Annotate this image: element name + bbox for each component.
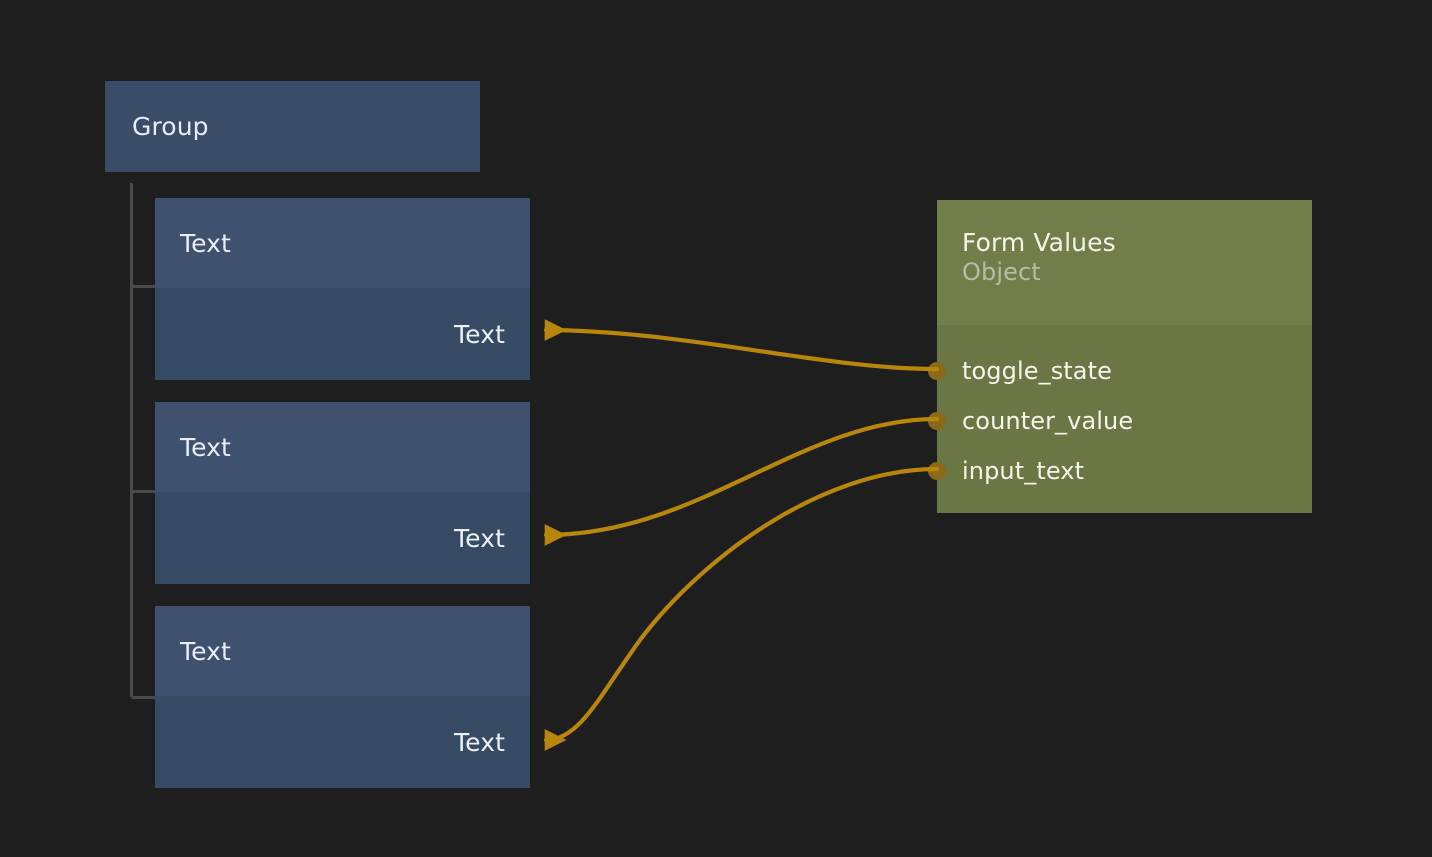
text-node-2-body[interactable]: Text: [155, 696, 530, 788]
text-node-0-header[interactable]: Text: [155, 198, 530, 288]
text-node-2-input-label: Text: [454, 727, 505, 757]
text-node-2-title: Text: [180, 636, 231, 666]
form-values-title: Form Values: [962, 228, 1116, 257]
edge-toggle-state-to-node-0: [543, 319, 940, 372]
text-node-0-body[interactable]: Text: [155, 288, 530, 380]
text-node-1-input-label: Text: [454, 523, 505, 553]
text-node-2-header[interactable]: Text: [155, 606, 530, 696]
property-row-input-text[interactable]: input_text: [928, 446, 1312, 496]
text-node-1-header[interactable]: Text: [155, 402, 530, 492]
property-label-counter-value: counter_value: [962, 407, 1134, 435]
group-title: Group: [132, 112, 209, 141]
text-node-1-title: Text: [180, 432, 231, 462]
property-row-counter-value[interactable]: counter_value: [928, 396, 1312, 446]
text-node-0-title: Text: [180, 228, 231, 258]
edge-input-text-to-node-2: [543, 466, 940, 751]
text-node-2[interactable]: Text Text: [155, 606, 530, 788]
property-row-toggle-state[interactable]: toggle_state: [928, 346, 1312, 396]
property-label-toggle-state: toggle_state: [962, 357, 1112, 385]
form-values-subtitle: Object: [962, 257, 1041, 286]
output-port-icon[interactable]: [928, 462, 946, 480]
output-port-icon[interactable]: [928, 412, 946, 430]
text-node-1-body[interactable]: Text: [155, 492, 530, 584]
form-values-properties: toggle_state counter_value input_text: [928, 325, 1312, 513]
text-node-1[interactable]: Text Text: [155, 402, 530, 584]
group-node[interactable]: Group: [105, 81, 480, 172]
text-node-0[interactable]: Text Text: [155, 198, 530, 380]
text-node-0-input-label: Text: [454, 319, 505, 349]
output-port-icon[interactable]: [928, 362, 946, 380]
form-values-node[interactable]: Form Values Object toggle_state counter_…: [928, 200, 1312, 513]
form-values-header[interactable]: Form Values Object: [937, 200, 1312, 325]
edge-counter-value-to-node-1: [543, 416, 940, 546]
property-label-input-text: input_text: [962, 457, 1085, 485]
